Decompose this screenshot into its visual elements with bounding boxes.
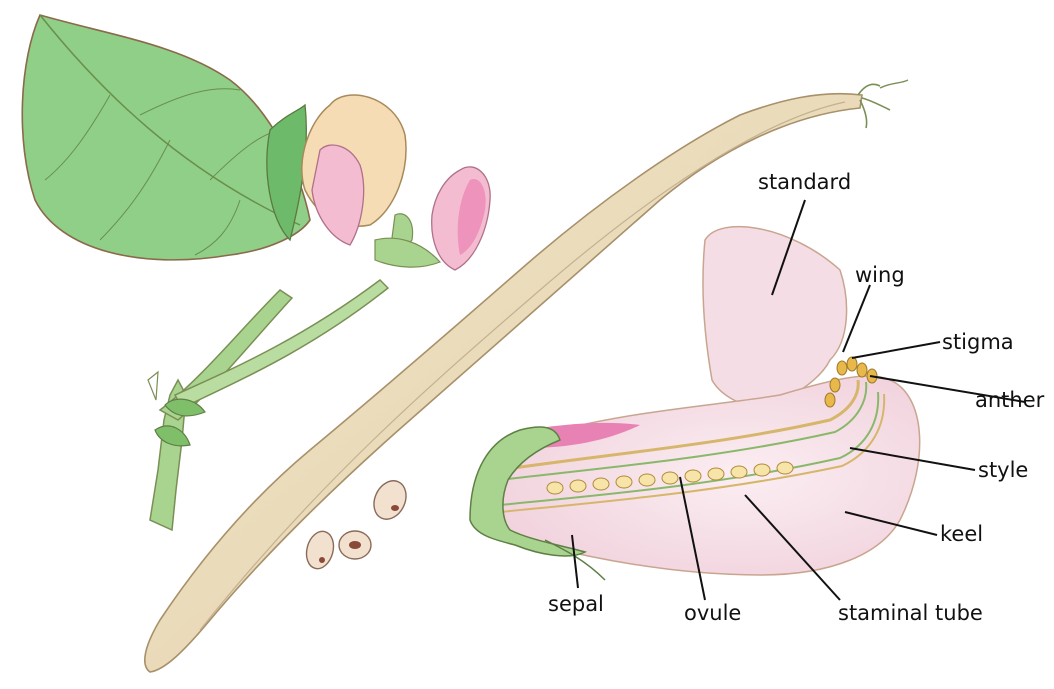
leader-wing [843, 285, 870, 352]
leaf [22, 15, 310, 260]
label-style: style [978, 460, 1028, 481]
leader-stigma [852, 342, 940, 358]
flowers [302, 95, 490, 270]
label-stigma: stigma [942, 332, 1014, 353]
label-staminal-tube: staminal tube [838, 603, 983, 624]
label-anther: anther [975, 390, 1044, 411]
label-sepal: sepal [548, 594, 604, 615]
label-standard: standard [758, 172, 851, 193]
label-ovule: ovule [684, 603, 741, 624]
label-wing: wing [855, 265, 905, 286]
label-keel: keel [940, 524, 983, 545]
